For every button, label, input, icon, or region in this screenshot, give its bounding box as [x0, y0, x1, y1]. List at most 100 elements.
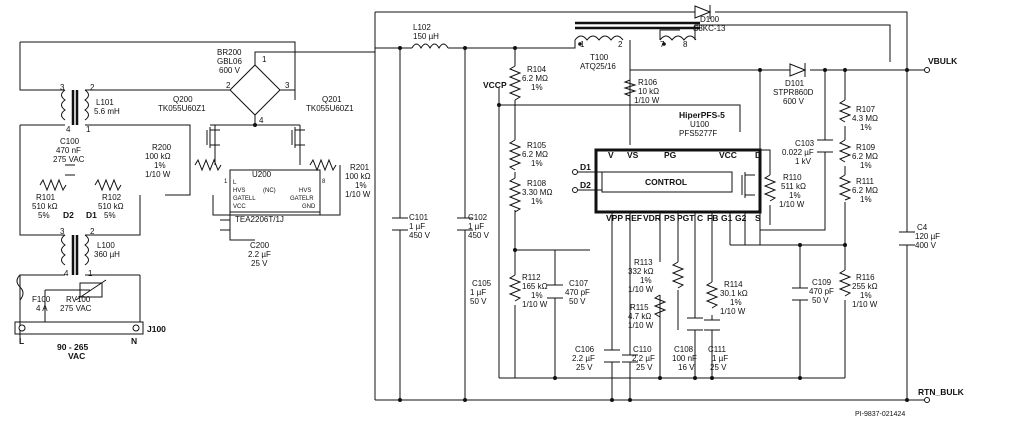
- pin-vdr: VDR: [643, 213, 661, 223]
- u200-pin-gnd: GND: [302, 204, 316, 210]
- pin-pgt: PGT: [677, 213, 695, 223]
- t100-pin2: 2: [618, 40, 623, 49]
- pin-d1: D1: [580, 162, 591, 172]
- ic-part: PFS5277F: [679, 129, 717, 138]
- fuse-varistor: [16, 274, 107, 301]
- u200-pin-l: L: [233, 180, 237, 186]
- br200-pin3: 3: [285, 81, 290, 90]
- pin-d: D: [755, 150, 761, 160]
- br200-pin2: 2: [226, 81, 231, 90]
- u200-pin-hvs-left: HVS: [233, 188, 245, 194]
- capacitors: [65, 139, 915, 363]
- label-u200: U200: [252, 170, 272, 179]
- pin-s: S: [755, 213, 761, 223]
- inductor-l102: [411, 43, 449, 50]
- label-u200-part: TEA2206T/1J: [235, 215, 284, 224]
- l100-pin4: 4: [64, 269, 69, 278]
- coils-l101-l100: [61, 89, 89, 275]
- pin-ps: PS: [664, 213, 676, 223]
- ic-u100: [572, 148, 762, 214]
- diode-d101: [789, 63, 807, 77]
- line-n-label: N: [131, 336, 137, 346]
- pin-vs: VS: [627, 150, 639, 160]
- u200-pin-vcc: VCC: [233, 204, 246, 210]
- u200-pin-gatelr: GATELR: [290, 196, 314, 202]
- figure-id: PI-9837-021424: [855, 411, 905, 418]
- t100-pin1: 1: [580, 40, 585, 49]
- l100-pin2: 2: [90, 227, 95, 236]
- ic-name: HiperPFS-5: [679, 110, 725, 120]
- input-range: 90 - 265: [57, 342, 88, 352]
- vbulk-label: VBULK: [928, 56, 958, 66]
- br200-pin1: 1: [262, 55, 267, 64]
- vccp-label: VCCP: [483, 80, 507, 90]
- label-d1: D1: [86, 210, 97, 220]
- t100-pin8: 8: [683, 40, 688, 49]
- u200-pin-gatell: GATELL: [233, 196, 256, 202]
- u200-pin8: 8: [322, 179, 326, 185]
- l101-pin4: 4: [66, 125, 71, 134]
- l101-pin2: 2: [90, 83, 95, 92]
- pin-g1: G1: [721, 213, 733, 223]
- input-unit: VAC: [68, 351, 85, 361]
- pin-vpp: VPP: [606, 213, 623, 223]
- u200-pin-nc: (NC): [263, 188, 276, 194]
- resistors: [39, 65, 852, 318]
- line-l-label: L: [19, 336, 24, 346]
- ic-u100-labels: HiperPFS-5 U100 PFS5277F CONTROL V VS PG…: [580, 110, 761, 223]
- br200-pin4: 4: [259, 116, 264, 125]
- mosfets-q200-q201: [206, 127, 305, 148]
- pin-c: C: [697, 213, 703, 223]
- pin-pg: PG: [664, 150, 677, 160]
- l100-pin1: 1: [88, 269, 93, 278]
- pin-g2: G2: [735, 213, 747, 223]
- pin-ref: REF: [625, 213, 642, 223]
- connector-labels: VBULK RTN_BULK VCCP J100 L N 90 - 265 VA…: [19, 56, 965, 418]
- pin-v: V: [608, 150, 614, 160]
- pin-numbers: 1 2 7 8 3 2 4 1 3 2 4 1 1 2 3 4: [60, 40, 688, 278]
- label-d2: D2: [63, 210, 74, 220]
- rtn-bulk-label: RTN_BULK: [918, 387, 965, 397]
- l101-pin1: 1: [86, 125, 91, 134]
- pin-d2: D2: [580, 180, 591, 190]
